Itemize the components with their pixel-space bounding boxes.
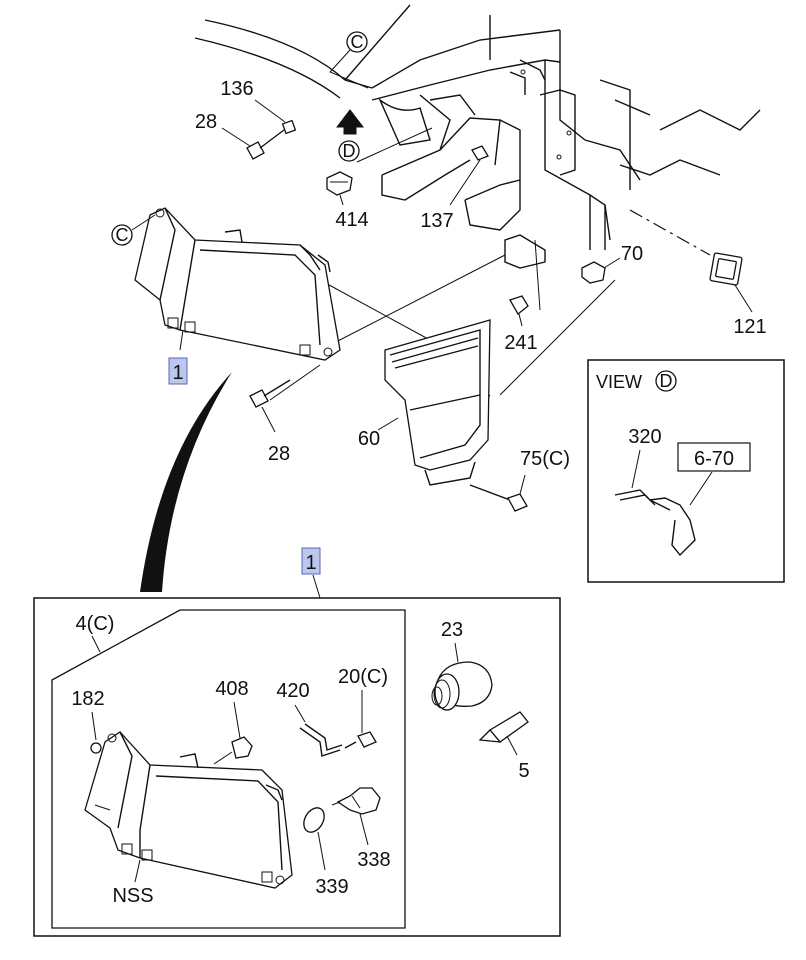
label-136: 136 (220, 78, 253, 100)
callout-d-label: D (343, 141, 356, 161)
part-136-washer: 136 (220, 78, 297, 135)
part-28-bolt-top: 28 (195, 111, 285, 160)
part-70-clip: 70 (581, 243, 643, 284)
label-320: 320 (628, 426, 661, 448)
label-20c: 20(C) (338, 666, 388, 688)
label-241: 241 (504, 332, 537, 354)
part-121-seal: 121 (629, 209, 767, 338)
label-75: 75(C) (520, 448, 570, 470)
callout-c-left-label: C (116, 225, 129, 245)
part-28-bolt-bottom: 28 (249, 379, 291, 465)
label-23: 23 (441, 619, 463, 641)
callout-d: D (338, 127, 433, 163)
callout-c-top-label: C (351, 32, 364, 52)
part-75-bolt: 75(C) (469, 448, 570, 512)
assembly-lines (269, 239, 616, 461)
part-241-clip: 241 (504, 295, 538, 354)
callout-c-left: C (111, 214, 156, 246)
view-direction-arrow (335, 109, 365, 135)
part-60-bracket: 60 (358, 319, 491, 486)
label-60: 60 (358, 428, 380, 450)
label-420: 420 (276, 680, 309, 702)
body-structure (194, 4, 761, 269)
ref-1-detail-label: 1 (305, 552, 316, 574)
label-4c: 4(C) (76, 613, 115, 635)
label-339: 339 (315, 876, 348, 898)
ref-box-1-top: 1 (168, 357, 188, 385)
part-414-clip: 414 (326, 171, 369, 231)
label-70: 70 (621, 243, 643, 265)
label-121: 121 (733, 316, 766, 338)
label-nss: NSS (112, 885, 153, 907)
detail-pointer-arrow (140, 372, 232, 592)
ref-6-70: 6-70 (694, 448, 734, 470)
label-5: 5 (518, 760, 529, 782)
corner-lamp-assembly-top (134, 207, 341, 361)
ref-1-top-label: 1 (172, 362, 183, 384)
view-d-panel: VIEW D 320 6-70 (587, 359, 785, 583)
label-182: 182 (71, 688, 104, 710)
detail-panel: 1 4(C) 182 NSS 408 420 (33, 547, 561, 937)
label-414: 414 (335, 209, 368, 231)
label-338: 338 (357, 849, 390, 871)
label-137: 137 (420, 210, 453, 232)
view-d-title: VIEW (596, 372, 642, 392)
label-408: 408 (215, 678, 248, 700)
part-137-grommet: 137 (420, 145, 489, 232)
callout-c-top: C (329, 31, 369, 89)
label-28-bottom: 28 (268, 443, 290, 465)
label-28-top: 28 (195, 111, 217, 133)
view-d-mark: D (660, 371, 673, 391)
